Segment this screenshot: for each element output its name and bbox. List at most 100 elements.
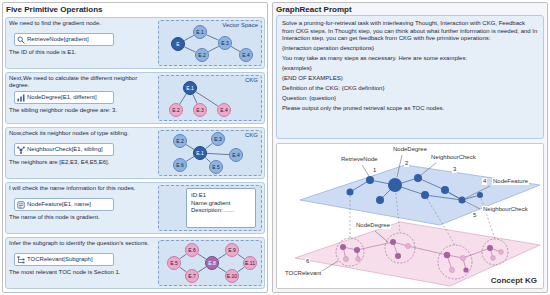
prompt-line: Please output only the pruned retrieval … <box>282 105 538 113</box>
illustration-part <box>18 201 24 207</box>
kg-annotation: 3 <box>452 166 457 173</box>
kg-annotation: 1 <box>372 167 377 174</box>
graph-node-circle: E <box>171 37 185 51</box>
node-id: E.3 <box>214 137 222 142</box>
illustration-part <box>356 257 361 262</box>
graph-link <box>180 94 186 104</box>
graph-caption: CKG <box>245 77 258 84</box>
illustration-part <box>441 186 449 194</box>
prompt-text-box: Solve a pruning-for-retrieval task with … <box>276 15 544 139</box>
operation-text: TOCRelevant[Subgraph] <box>27 256 93 263</box>
panel-heading: GraphReact Prompt <box>276 5 352 14</box>
illustration-part <box>23 146 25 148</box>
info-line: Name:gradient <box>191 200 251 208</box>
illustration-part <box>375 231 388 242</box>
illustration-part <box>18 98 20 101</box>
graph-node-circle: E.5 <box>167 256 181 270</box>
prompt-line: (END OF EXAMPLES) <box>282 75 538 83</box>
illustration-part <box>466 186 490 198</box>
node-id: E.4 <box>242 53 250 58</box>
illustration-part <box>482 239 508 265</box>
neighbour-icon <box>17 146 25 154</box>
illustration-part <box>347 174 484 204</box>
kg-annotation: NodeDegree <box>392 146 428 153</box>
thought-text: We need to find the gradient node. <box>9 20 156 27</box>
illustration-part <box>414 174 422 182</box>
operation-text: NodeFeature[E1, name] <box>27 201 91 208</box>
graph-node-circle: E.1 <box>193 25 207 39</box>
illustration-part <box>354 247 360 253</box>
illustration-part <box>362 165 369 176</box>
operation-call-box: TOCRelevant[Subgraph] <box>14 253 114 266</box>
illustration-part <box>343 243 503 272</box>
graph-link <box>193 94 197 103</box>
info-line: ID:E1 <box>191 192 251 200</box>
graph-link <box>186 145 194 150</box>
illustration-part <box>449 267 454 272</box>
operation-text: NeighbourCheck[E1, sibling] <box>27 146 103 153</box>
graph-node-circle: E.4 <box>229 148 243 162</box>
operation-step-box: Now,check its neighbor nodes of type sib… <box>5 127 265 179</box>
kg-annotation: NeighbourCheck <box>430 154 477 161</box>
graph-link <box>186 157 194 162</box>
illustration-part <box>20 148 23 151</box>
illustration-part <box>480 195 495 239</box>
info-line: Description: ...... <box>191 207 251 215</box>
illustration-part <box>23 94 25 101</box>
illustration-part <box>366 176 374 184</box>
operation-step-box: I will check the name information for th… <box>5 182 265 234</box>
illustration-part <box>343 256 348 261</box>
prompt-line: You may take as many steps as necessary.… <box>282 55 538 63</box>
graph-node-circle: E.4 <box>239 48 253 62</box>
illustration-part <box>397 155 402 177</box>
degree-icon <box>17 94 25 102</box>
toc-icon <box>17 256 25 264</box>
node-id: E.1 <box>196 30 204 35</box>
result-text: The name of this node is gradient. <box>9 214 156 221</box>
illustration-part <box>418 178 445 190</box>
illustration-part <box>322 155 490 271</box>
graph-link <box>207 153 229 154</box>
graph-node-circle: E.6 <box>173 158 187 172</box>
illustration-part <box>491 256 496 261</box>
graph-node-circle: E.10 <box>225 269 239 283</box>
illustration-part <box>405 243 410 248</box>
operation-text: RetrieveNode[gradient] <box>27 36 89 43</box>
illustration-part <box>336 238 364 266</box>
thought-text: Now,check its neighbor nodes of type sib… <box>9 130 156 137</box>
node-id: E.3 <box>221 41 229 46</box>
illustration-part <box>376 196 384 204</box>
illustration-part <box>340 244 346 250</box>
graph-view-box: Vector SpaceEE.1E.2E.3E.4 <box>158 20 262 66</box>
kg-annotation: NodeDegree <box>355 222 391 229</box>
feature-icon <box>17 201 25 209</box>
thought-text: I will check the name information for th… <box>9 185 156 192</box>
node-id: E.11 <box>245 261 255 266</box>
illustration-part <box>425 195 455 245</box>
node-id: E <box>176 42 179 47</box>
graph-node-circle: E.2 <box>173 134 187 148</box>
operation-step-box: Infer the subgraph to identify the quest… <box>5 237 265 289</box>
node-id: E.10 <box>227 274 237 279</box>
illustration-part <box>385 233 415 263</box>
illustration-part <box>421 191 429 199</box>
kg-annotation: NeighbourCheck <box>482 206 529 213</box>
illustration-part <box>300 165 540 225</box>
graph-node-circle: E.1 <box>183 81 197 95</box>
graph-node-circle: E.5 <box>209 160 223 174</box>
result-text: The neighbors are [E2,E3, E4,E5,E6]. <box>9 159 156 166</box>
graph-link <box>184 35 194 40</box>
illustration-part <box>23 258 25 260</box>
illustration-part <box>347 189 354 196</box>
illustration-part <box>18 37 22 41</box>
node-id: E.5 <box>170 261 178 266</box>
illustration-part <box>499 250 504 255</box>
graph-node-circle: E.3 <box>211 132 225 146</box>
graph-link <box>206 35 218 40</box>
illustration-part <box>20 152 22 154</box>
graph-caption: CKG <box>245 132 258 139</box>
illustration-part <box>395 253 401 259</box>
illustration-part <box>19 262 24 263</box>
kg-annotation: NodeFeature <box>492 178 529 185</box>
operation-text: NodeDegree[E1, different] <box>27 94 97 101</box>
